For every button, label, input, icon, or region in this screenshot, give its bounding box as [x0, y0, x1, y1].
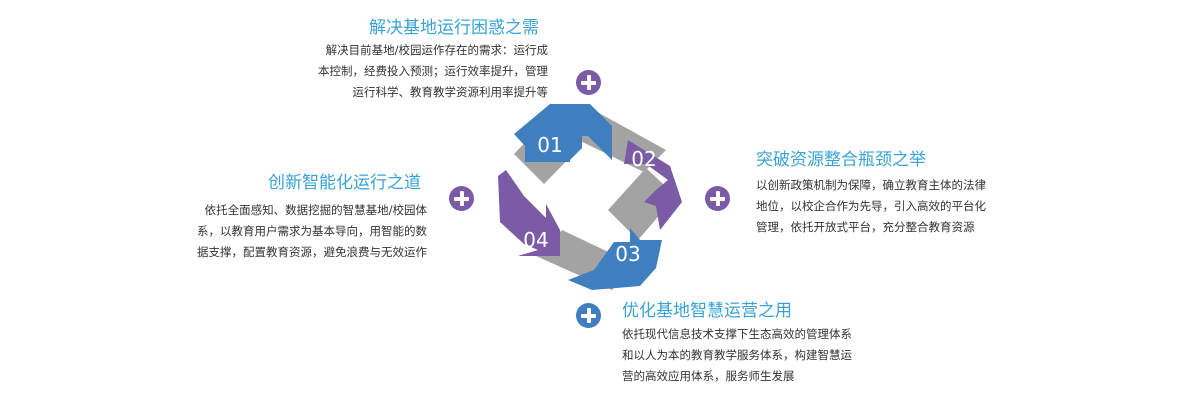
arrow-02: [624, 140, 682, 230]
section-04-title: 创新智能化运行之道: [268, 173, 421, 193]
section-02-line: 以创新政策机制为保障，确立教育主体的法律: [756, 178, 986, 192]
section-01-line: 本控制，经费投入预测；运行效率提升，管理: [318, 64, 548, 78]
cycle-diagram: 01 02 03 04: [498, 104, 682, 290]
section-04-line: 依托全面感知、数据挖掘的智慧基地/校园体: [204, 203, 427, 217]
section-01-plus-icon[interactable]: [576, 70, 601, 95]
section-04-description: 依托全面感知、数据挖掘的智慧基地/校园体 系，以教育用户需求为基本导向，用智能的…: [197, 200, 427, 263]
section-03-plus-icon[interactable]: [576, 303, 601, 328]
section-03-line: 营的高效应用体系，服务师生发展: [622, 369, 795, 383]
section-04-plus-icon[interactable]: [449, 186, 474, 211]
section-02-line: 管理，依托开放式平台，充分整合教育资源: [756, 220, 975, 234]
section-01-line: 运行科学、教育教学资源利用率提升等: [352, 85, 549, 99]
section-03-line: 和以人为本的教育教学服务体系，构建智慧运: [622, 348, 852, 362]
step-03-label: 03: [615, 242, 640, 266]
section-02-title: 突破资源整合瓶颈之举: [756, 150, 926, 170]
section-03-description: 依托现代信息技术支撑下生态高效的管理体系 和以人为本的教育教学服务体系，构建智慧…: [622, 324, 852, 387]
arrow-01: [514, 104, 612, 162]
step-01-label: 01: [537, 133, 562, 157]
section-04-line: 系，以教育用户需求为基本导向，用智能的数: [197, 224, 427, 238]
section-02-plus-icon[interactable]: [705, 186, 730, 211]
section-01-description: 解决目前基地/校园运作存在的需求：运行成 本控制，经费投入预测；运行效率提升，管…: [318, 40, 548, 103]
band-gray-bottom-right: [608, 168, 676, 240]
section-04-line: 据支撑，配置教育资源，避免浪费与无效运作: [197, 245, 427, 259]
arrow-03: [568, 228, 662, 290]
section-02-line: 地位，以校企合作为先导，引入高效的平台化: [756, 199, 986, 213]
section-01-title: 解决基地运行困惑之需: [369, 18, 539, 38]
step-02-label: 02: [631, 147, 656, 171]
step-04-label: 04: [523, 228, 548, 252]
arrow-04: [498, 170, 560, 256]
section-03-title: 优化基地智慧运营之用: [622, 301, 792, 321]
section-01-line: 解决目前基地/校园运作存在的需求：运行成: [325, 43, 548, 57]
section-02-description: 以创新政策机制为保障，确立教育主体的法律 地位，以校企合作为先导，引入高效的平台…: [756, 175, 986, 238]
section-03-line: 依托现代信息技术支撑下生态高效的管理体系: [622, 327, 852, 341]
